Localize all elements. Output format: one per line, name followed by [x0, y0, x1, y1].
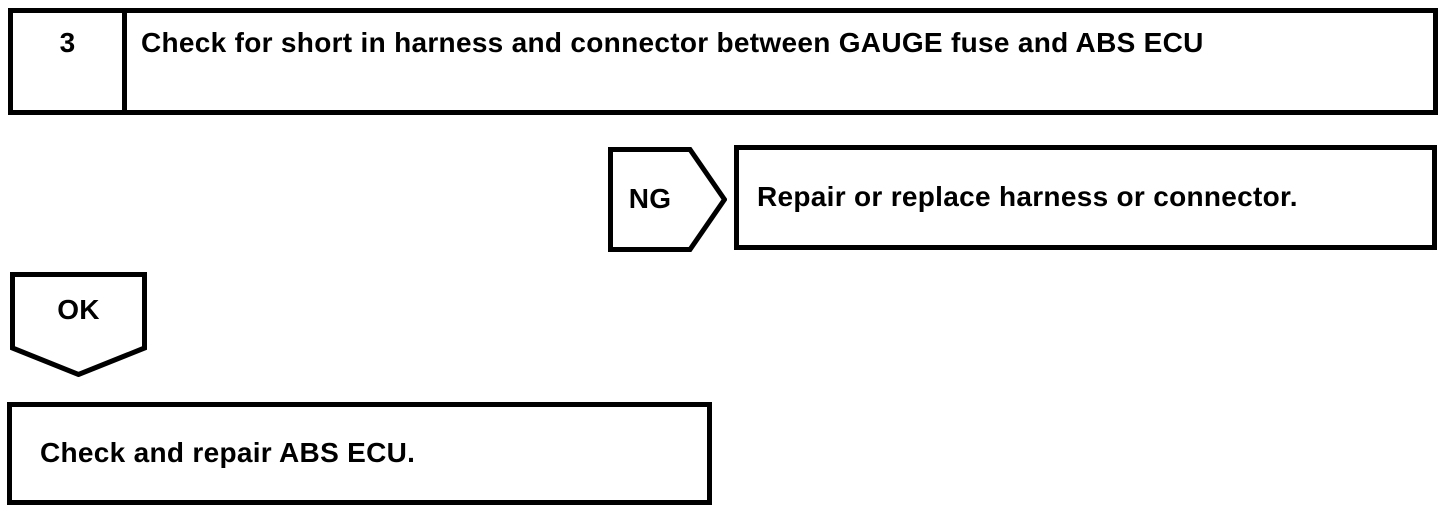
ok-arrow-shape: [10, 272, 147, 377]
step-box: 3 Check for short in harness and connect…: [8, 8, 1438, 115]
ok-result-box: Check and repair ABS ECU.: [7, 402, 712, 505]
ng-arrow-polygon: [608, 147, 727, 252]
ng-label: NG: [628, 183, 672, 215]
ng-action-text: Repair or replace harness or connector.: [757, 181, 1298, 213]
ok-arrow-polygon: [10, 272, 147, 377]
step-number: 3: [59, 27, 76, 58]
step-title-cell: Check for short in harness and connector…: [127, 13, 1433, 110]
ok-label: OK: [57, 293, 100, 325]
step-number-cell: 3: [13, 13, 127, 110]
step-title: Check for short in harness and connector…: [141, 27, 1204, 58]
ng-action-box: Repair or replace harness or connector.: [734, 145, 1437, 250]
ng-arrow-shape: [608, 147, 727, 252]
ok-result-text: Check and repair ABS ECU.: [40, 437, 416, 469]
